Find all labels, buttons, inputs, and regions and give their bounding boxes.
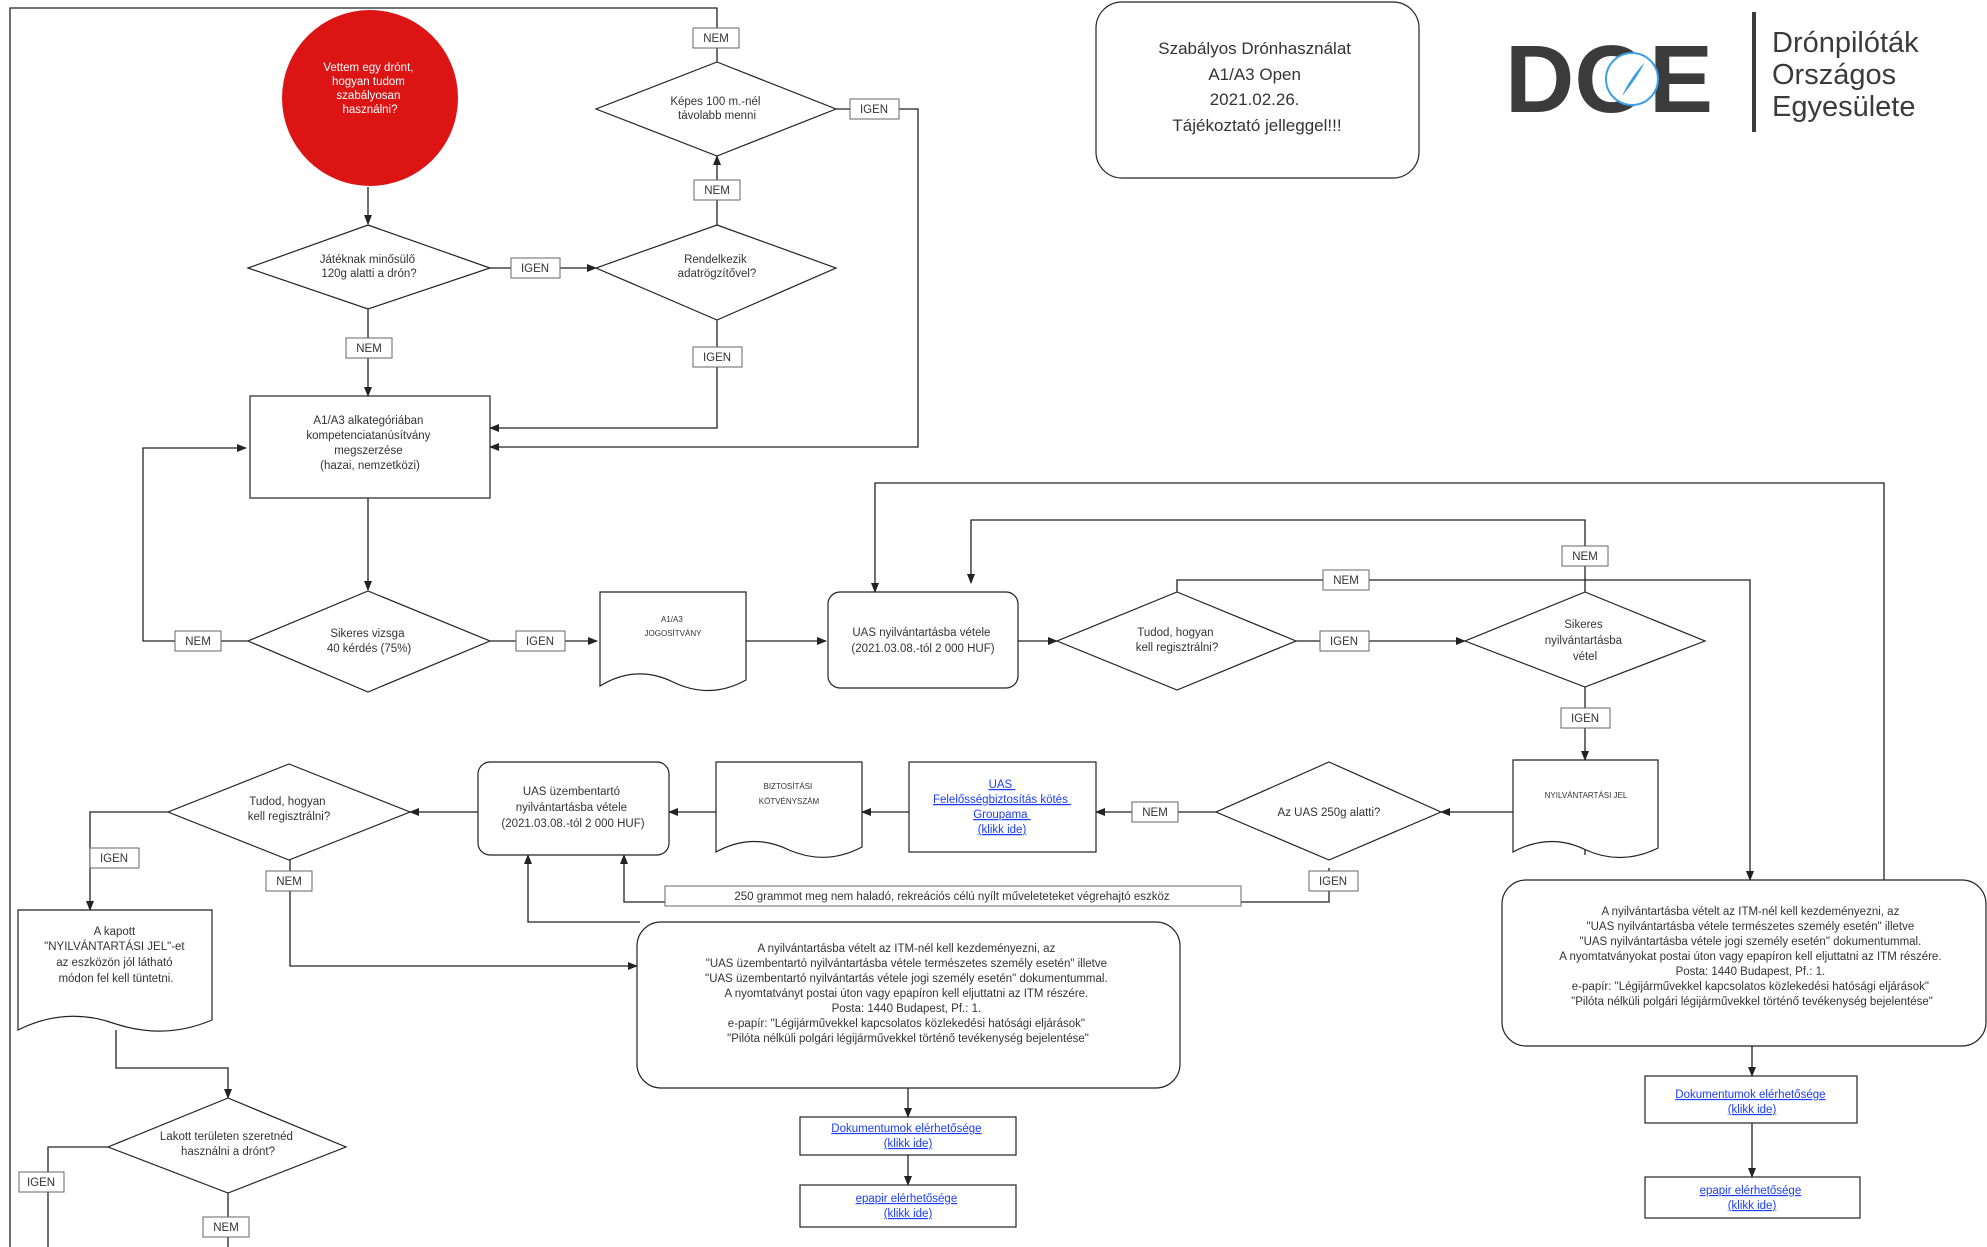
svg-text:Sikeres nyilvántartásba: Sikeres nyilvántartásba vétel xyxy=(1545,619,1626,663)
svg-text:Drónpilóták Országos: Drónpilóták Országos Egyesülete xyxy=(1772,27,1927,123)
svg-text:IGEN: IGEN xyxy=(526,636,554,648)
svg-text:NEM: NEM xyxy=(276,876,302,888)
svg-text:NEM: NEM xyxy=(213,1222,239,1234)
edge-labels: IGEN NEM NEM IGEN NEM IGEN NEM IGEN IGEN… xyxy=(18,27,1611,1238)
weight-question-diamond: Az UAS 250g alatti? xyxy=(1214,761,1443,861)
start-text: Vettem egy drónt, hogyan tudom szabályos… xyxy=(323,62,416,116)
license-document: A1/A3 JOGOSÍTVÁNY xyxy=(599,591,747,692)
svg-text:UAS Felelősségbiztosítás: UAS Felelősségbiztosítás kötés Groupama … xyxy=(933,779,1071,836)
svg-text:NYILVÁNTARTÁSI JEL: NYILVÁNTARTÁSI JEL xyxy=(1545,791,1628,800)
svg-text:IGEN: IGEN xyxy=(860,104,888,116)
edge-label-recorder-no: NEM xyxy=(693,179,741,201)
svg-text:IGEN: IGEN xyxy=(703,352,731,364)
propeller-blade-icon xyxy=(1622,62,1645,96)
svg-text:Lakott területen szeretnéd: Lakott területen szeretnéd használni a d… xyxy=(160,1131,296,1158)
svg-text:Tudod, hogyan kell regis: Tudod, hogyan kell regisztrálni? xyxy=(248,796,330,823)
svg-text:IGEN: IGEN xyxy=(1571,713,1599,725)
info-box: Szabályos Drónhasználat A1/A3 Open 2021.… xyxy=(1095,1,1420,179)
successful-registration-diamond: Sikeres nyilvántartásba vétel xyxy=(1463,591,1707,688)
competence-box: A1/A3 alkategóriában kompetenciatanúsítv… xyxy=(249,395,491,499)
edge-label-exam-yes: IGEN xyxy=(515,630,566,652)
range-question-diamond: Képes 100 m.-nél távolabb menni xyxy=(594,61,838,157)
svg-text:IGEN: IGEN xyxy=(1330,636,1358,648)
edge-label-exam-no: NEM xyxy=(174,630,222,652)
svg-text:NEM: NEM xyxy=(1333,575,1359,587)
display-mark-document: A kapott "NYILVÁNTARTÁSI JEL"-et az eszk… xyxy=(17,909,213,1032)
svg-text:A nyilvántartásba vételt az IT: A nyilvántartásba vételt az ITM-nél kell… xyxy=(705,943,1111,1045)
svg-text:BIZTOSÍTÁSI KÖTVÉNYSZÁM: BIZTOSÍTÁSI KÖTVÉNYSZÁM xyxy=(759,782,820,806)
svg-text:NEM: NEM xyxy=(356,343,382,355)
populated-area-question-diamond: Lakott területen szeretnéd használni a d… xyxy=(106,1097,348,1194)
edge-label-populated-no: NEM xyxy=(202,1216,250,1238)
edge-label-reg-yes: IGEN xyxy=(1560,707,1611,729)
svg-text:Képes 100 m.-nél távolab: Képes 100 m.-nél távolabb menni xyxy=(670,96,763,122)
edge-label-range-yes: IGEN xyxy=(849,98,900,120)
toy-question-diamond: Játéknak minősülő 120g alatti a drón? xyxy=(246,224,492,310)
svg-text:IGEN: IGEN xyxy=(27,1177,55,1189)
epapir-link-1[interactable]: epapir elérhetősége (klikk ide) xyxy=(799,1184,1017,1228)
svg-text:epapir elérhetősége (kli: epapir elérhetősége (klikk ide) xyxy=(856,1193,961,1220)
svg-text:IGEN: IGEN xyxy=(1319,876,1347,888)
svg-text:Dokumentumok elérhetősége: Dokumentumok elérhetősége (klikk ide) xyxy=(831,1123,984,1150)
svg-text:NEM: NEM xyxy=(185,636,211,648)
insurance-link-box[interactable]: UAS Felelősségbiztosítás kötés Groupama … xyxy=(908,761,1097,853)
uas-registration-box: UAS nyilvántartásba vétele (2021.03.08.-… xyxy=(827,591,1019,689)
svg-text:Dokumentumok elérhetősége: Dokumentumok elérhetősége (klikk ide) xyxy=(1675,1089,1828,1116)
edge-label-toy-no: NEM xyxy=(345,337,393,359)
documents-link-2[interactable]: Dokumentumok elérhetősége (klikk ide) xyxy=(1644,1075,1858,1124)
svg-text:NEM: NEM xyxy=(704,185,730,197)
operator-registration-box: UAS üzembentartó nyilvántartásba vétele … xyxy=(477,761,670,856)
svg-text:A1/A3 JOGOSÍTVÁNY: A1/A3 JOGOSÍTVÁNY xyxy=(645,615,703,638)
svg-text:Tudod, hogyan kell regis: Tudod, hogyan kell regisztrálni? xyxy=(1136,627,1218,654)
svg-text:NEM: NEM xyxy=(1572,551,1598,563)
edge-label-toy-yes: IGEN xyxy=(510,257,561,279)
edge-label-weight-no: NEM xyxy=(1131,801,1179,823)
recreational-note-label: 250 grammot meg nem haladó, rekreációs c… xyxy=(664,885,1242,907)
itm-uas-info-box: A nyilvántartásba vételt az ITM-nél kell… xyxy=(1501,879,1987,1047)
edge-label-recorder-yes: IGEN xyxy=(692,346,743,368)
insurance-document: BIZTOSÍTÁSI KÖTVÉNYSZÁM xyxy=(715,761,863,858)
start-node: Vettem egy drónt, hogyan tudom szabályos… xyxy=(282,10,458,186)
edge-label-weight-yes: IGEN xyxy=(1308,870,1359,892)
svg-text:Játéknak minősülő 120g a: Játéknak minősülő 120g alatti a drón? xyxy=(320,254,418,280)
svg-text:250 grammot meg nem haladó, re: 250 grammot meg nem haladó, rekreációs c… xyxy=(734,891,1170,903)
svg-text:Sikeres vizsga 40 kérdés: Sikeres vizsga 40 kérdés (75%) xyxy=(327,628,412,655)
registration-mark-document: NYILVÁNTARTÁSI JEL xyxy=(1512,759,1659,859)
recorder-question-diamond: Rendelkezik adatrögzítővel? xyxy=(594,224,838,321)
know-register-question-2-diamond: Tudod, hogyan kell regisztrálni? xyxy=(166,763,412,861)
edge-label-know2-no: NEM xyxy=(265,870,313,892)
know-register-question-diamond: Tudod, hogyan kell regisztrálni? xyxy=(1055,591,1298,691)
doe-logo: DOE Drónpilóták Országos Egyesülete xyxy=(1505,12,1927,133)
svg-text:Rendelkezik adatrögzítőv: Rendelkezik adatrögzítővel? xyxy=(678,254,757,280)
exam-question-diamond: Sikeres vizsga 40 kérdés (75%) xyxy=(246,590,492,693)
edge-label-range-no: NEM xyxy=(692,27,740,49)
edge-label-populated-yes: IGEN xyxy=(18,1171,65,1193)
svg-text:UAS nyilvántartásba vétele: UAS nyilvántartásba vétele (2021.03.08.-… xyxy=(851,627,994,655)
edge-label-know2-yes: IGEN xyxy=(89,847,140,869)
svg-text:Az UAS 250g alatti?: Az UAS 250g alatti? xyxy=(1278,807,1381,819)
edge-label-know-no: NEM xyxy=(1322,569,1370,591)
svg-text:A kapott "NYILVÁNTARTÁSI: A kapott "NYILVÁNTARTÁSI JEL"-et az eszk… xyxy=(44,926,188,985)
svg-text:NEM: NEM xyxy=(703,33,729,45)
svg-text:epapir elérhetősége (kli: epapir elérhetősége (klikk ide) xyxy=(1700,1185,1805,1212)
svg-text:NEM: NEM xyxy=(1142,807,1168,819)
edge-label-know-yes: IGEN xyxy=(1319,630,1370,652)
logo-divider xyxy=(1752,12,1756,132)
svg-text:A nyilvántartásba vételt az IT: A nyilvántartásba vételt az ITM-nél kell… xyxy=(1559,906,1944,1008)
svg-text:IGEN: IGEN xyxy=(100,853,128,865)
documents-link-1[interactable]: Dokumentumok elérhetősége (klikk ide) xyxy=(799,1116,1017,1156)
svg-text:Szabályos Drónhasználat: Szabályos Drónhasználat A1/A3 Open 2021.… xyxy=(1158,39,1356,135)
svg-text:A1/A3 alkategóriában kom: A1/A3 alkategóriában kompetenciatanúsítv… xyxy=(306,415,433,472)
edge-label-reg-no: NEM xyxy=(1561,545,1609,567)
itm-operator-info-box: A nyilvántartásba vételt az ITM-nél kell… xyxy=(636,921,1181,1089)
epapir-link-2[interactable]: epapir elérhetősége (klikk ide) xyxy=(1644,1176,1861,1219)
svg-text:UAS üzembentartó nyilván: UAS üzembentartó nyilvántartásba vétele … xyxy=(501,786,644,830)
svg-text:IGEN: IGEN xyxy=(521,263,549,275)
